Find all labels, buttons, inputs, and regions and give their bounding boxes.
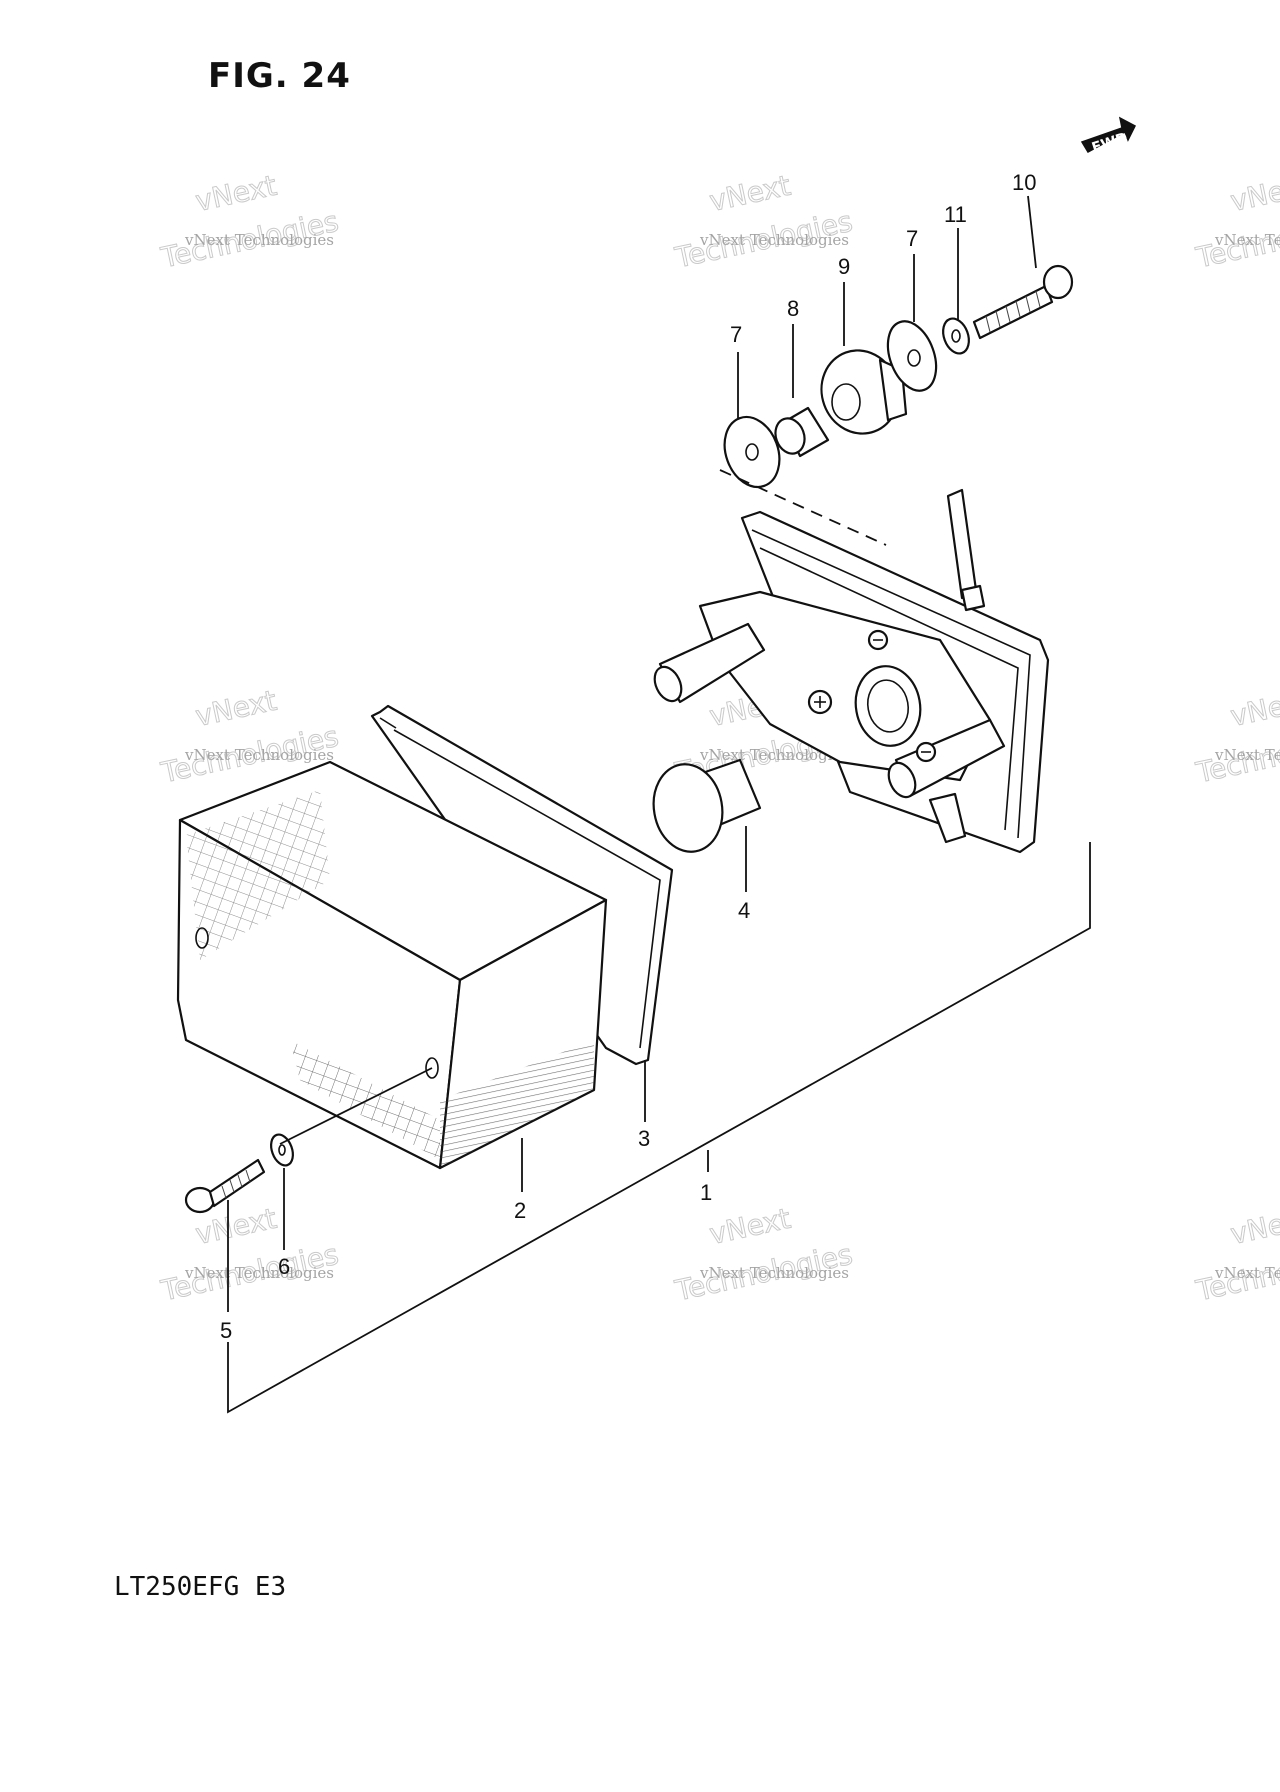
lamp-housing xyxy=(653,488,1050,854)
watermark-line1: vNext xyxy=(707,169,794,218)
callout-10: 10 xyxy=(1012,170,1036,195)
callout-11: 11 xyxy=(944,202,967,227)
leader-lines xyxy=(227,195,1037,1312)
fwd-arrow-icon: FWD xyxy=(1080,116,1136,157)
watermark-line2: vNext Technologies xyxy=(699,231,849,249)
watermark-line2: vNext Technologies xyxy=(1214,231,1280,249)
watermark-line1: vNext xyxy=(193,684,280,733)
washer xyxy=(942,317,970,355)
callout-2: 2 xyxy=(514,1198,526,1223)
assembly-bracket xyxy=(227,842,1091,1414)
watermark-line1: vNext xyxy=(1228,684,1280,733)
fwd-arrow-label: FWD xyxy=(1090,130,1130,157)
watermark-line2: vNext Technologies xyxy=(184,1264,334,1282)
washer xyxy=(270,1133,294,1167)
watermark-line2: vNext Technologies xyxy=(1214,746,1280,764)
watermark-line2: vNext Technologies xyxy=(1214,1264,1280,1282)
callout-9: 9 xyxy=(838,254,850,279)
callout-1: 1 xyxy=(700,1180,712,1205)
bulb xyxy=(652,758,762,853)
watermark-line1: vNext xyxy=(1228,1202,1280,1251)
watermark-line2: vNext Technologies xyxy=(184,231,334,249)
watermark-line1: vNext xyxy=(193,169,280,218)
callout-4: 4 xyxy=(738,898,750,923)
collar xyxy=(774,406,830,458)
screw xyxy=(184,1158,266,1214)
bolt xyxy=(972,264,1074,340)
figure-title: FIG. 24 xyxy=(208,56,351,96)
model-code: LT250EFG E3 xyxy=(114,1572,287,1602)
callout-7b: 7 xyxy=(906,226,918,251)
watermark: vNext Technologies vNext Technologies vN… xyxy=(157,168,1280,1308)
callout-8: 8 xyxy=(787,296,799,321)
callout-3: 3 xyxy=(638,1126,650,1151)
watermark-line2: vNext Technologies xyxy=(699,746,849,764)
callout-6: 6 xyxy=(278,1254,290,1279)
washer xyxy=(886,320,938,392)
watermark-line2: vNext Technologies xyxy=(184,746,334,764)
watermark-line1: vNext xyxy=(1228,169,1280,218)
callout-5: 5 xyxy=(220,1318,232,1343)
watermark-line2: vNext Technologies xyxy=(699,1264,849,1282)
watermark-line1: vNext xyxy=(707,1202,794,1251)
callout-7a: 7 xyxy=(730,322,742,347)
lens xyxy=(176,760,608,1170)
callouts: 1 2 3 4 5 6 7 8 9 7 11 10 xyxy=(220,170,1036,1343)
washer xyxy=(723,415,781,489)
